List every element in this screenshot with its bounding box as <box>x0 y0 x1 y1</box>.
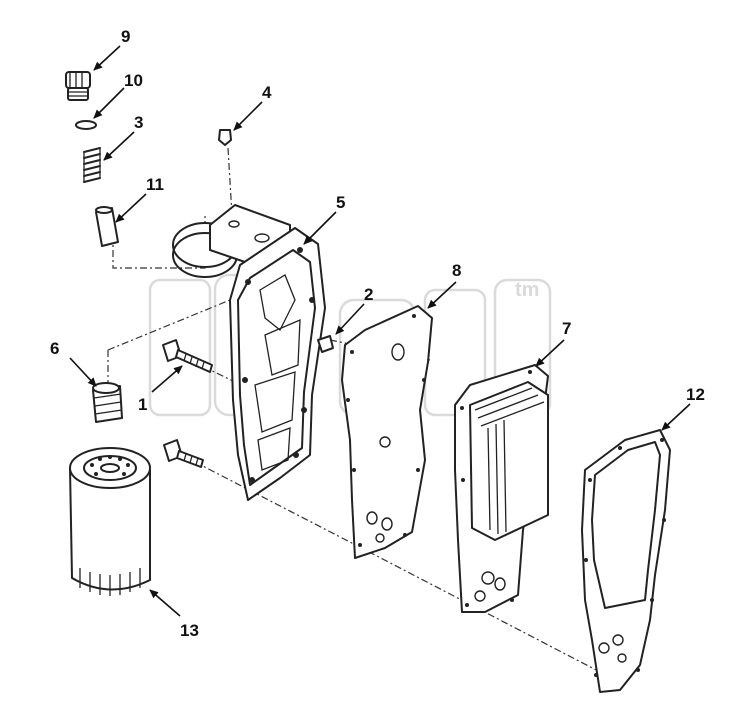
callout-8: 8 <box>452 261 461 280</box>
part-12-gasket <box>581 429 671 693</box>
part-5-cooler-housing <box>172 204 326 501</box>
callout-4: 4 <box>262 83 272 102</box>
part-10-o-ring <box>75 120 97 130</box>
part-2-plug <box>317 335 334 353</box>
part-7-cooler-core <box>454 364 549 613</box>
callout-1: 1 <box>138 395 147 414</box>
part-6-adapter <box>92 382 123 423</box>
callout-3: 3 <box>134 113 143 132</box>
part-13-oil-filter <box>69 447 151 596</box>
part-9-plug <box>65 71 91 101</box>
callout-13: 13 <box>180 621 199 640</box>
part-8-gasket <box>341 305 433 559</box>
part-1-bolt-lower <box>163 439 204 468</box>
callout-10: 10 <box>124 71 143 90</box>
callout-11: 11 <box>146 175 164 194</box>
callout-6: 6 <box>50 339 59 358</box>
callout-7: 7 <box>562 319 571 338</box>
part-3-spring <box>83 147 101 183</box>
part-11-plunger <box>95 206 119 247</box>
callout-12: 12 <box>686 385 705 404</box>
leader-lines <box>69 45 691 617</box>
part-4-plug <box>218 129 232 146</box>
part-1-bolt-upper <box>162 339 213 373</box>
callout-5: 5 <box>336 193 345 212</box>
watermark-tm: tm <box>515 279 539 301</box>
callout-labels: 9 10 3 11 4 5 2 8 7 12 6 1 13 <box>50 27 705 640</box>
callout-9: 9 <box>121 27 130 46</box>
callout-2: 2 <box>364 285 373 304</box>
